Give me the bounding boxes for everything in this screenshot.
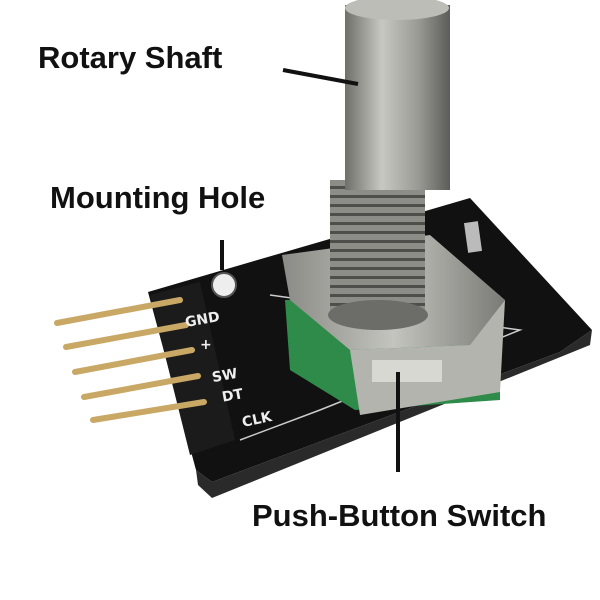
label-mounting-hole: Mounting Hole <box>50 180 266 215</box>
pointer-lines <box>220 68 400 472</box>
label-push-button-switch: Push-Button Switch <box>252 498 547 533</box>
pin-label-vcc: + <box>200 337 212 353</box>
header-pins <box>54 297 207 423</box>
mounting-hole <box>211 272 237 298</box>
label-rotary-shaft: Rotary Shaft <box>38 40 223 75</box>
rotary-shaft <box>345 5 450 190</box>
threaded-bushing <box>330 180 425 315</box>
